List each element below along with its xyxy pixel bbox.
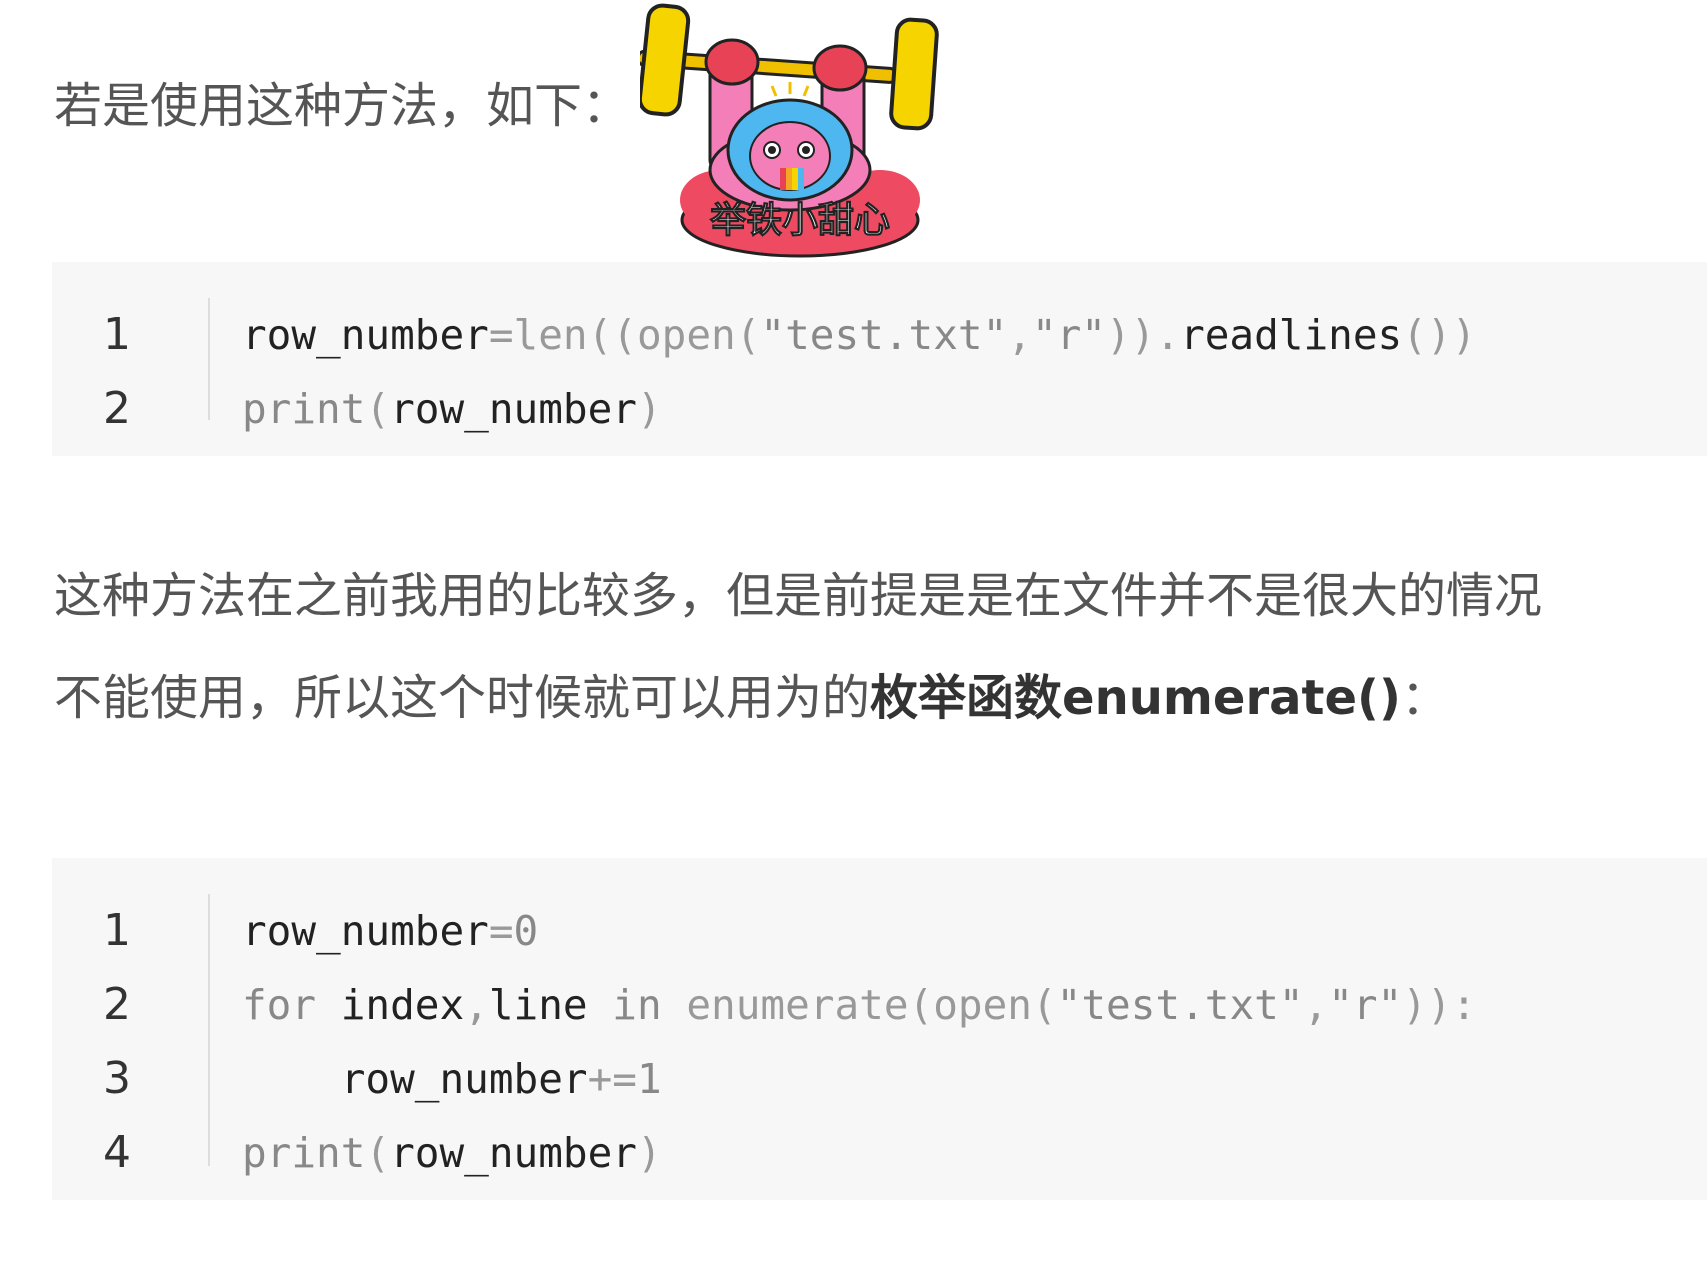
code-line: row_number=0 (242, 894, 1476, 968)
code-token: ( (1031, 981, 1057, 1029)
code-token: ( (735, 311, 761, 359)
code-token: in (612, 981, 662, 1029)
code-token: row_number (242, 907, 489, 955)
code-token: len (513, 311, 588, 359)
code-line: print(row_number) (242, 372, 1476, 446)
code-token: row_number (390, 385, 637, 433)
line-number: 2 (103, 383, 131, 434)
line-number: 4 (103, 1127, 131, 1178)
line-number: 3 (103, 1053, 131, 1104)
code-token (662, 981, 687, 1029)
code-token: , (1303, 981, 1329, 1029)
paragraph-prefix: 不能使用，所以这个时候就可以用为的 (54, 670, 871, 726)
code-line: for index,line in enumerate(open("test.t… (242, 968, 1476, 1042)
line-number-gutter: 1 2 (52, 298, 210, 434)
code-token: row_number (340, 1055, 588, 1103)
code-token: open (933, 981, 1032, 1029)
code-block-1: 1 2 row_number=len((open("test.txt","r")… (52, 262, 1707, 456)
code-token: ) (636, 385, 662, 433)
intro-paragraph: 若是使用这种方法，如下： (54, 78, 631, 134)
code-token: ) (636, 1129, 662, 1177)
code-token: row_number (242, 311, 489, 359)
code-token: (( (587, 311, 637, 359)
code-token: 1 (636, 1055, 662, 1103)
code-token: open (636, 311, 736, 359)
code-token: = (488, 907, 514, 955)
code-token: row_number (390, 1129, 637, 1177)
code-line: print(row_number) (242, 1116, 1476, 1190)
code-token: index (340, 981, 465, 1029)
code-token: , (464, 981, 489, 1029)
code-token: enumerate (686, 981, 909, 1029)
code-token: )): (1402, 981, 1477, 1029)
code-token: readlines (1180, 311, 1403, 359)
code-token (316, 981, 341, 1029)
sticker-text: 举铁小甜心 (709, 200, 890, 241)
code-token: = (488, 311, 514, 359)
code-token: for (242, 981, 317, 1029)
code-token: print (242, 385, 366, 433)
weightlifting-girl-icon: 举铁小甜心 (636, 3, 939, 258)
code-token: ( (365, 1129, 391, 1177)
code-token: "r" (1031, 311, 1106, 359)
code-content: row_number=len((open("test.txt","r")).re… (242, 298, 1476, 446)
paragraph-bold-term: 枚举函数enumerate() (870, 670, 1401, 726)
line-number: 1 (103, 309, 131, 360)
gutter-divider (208, 298, 210, 420)
code-token: , (1007, 311, 1032, 359)
code-token: )). (1106, 311, 1181, 359)
enumerate-paragraph: 不能使用，所以这个时候就可以用为的枚举函数enumerate()： (54, 674, 1449, 722)
line-number-gutter: 1 2 3 4 (52, 894, 210, 1178)
gutter-divider (208, 894, 210, 1166)
code-token: ()) (1402, 311, 1477, 359)
line-number: 2 (103, 979, 131, 1030)
code-token: ( (908, 981, 934, 1029)
code-token (242, 1055, 341, 1103)
code-token: 0 (513, 907, 539, 955)
code-line: row_number=len((open("test.txt","r")).re… (242, 298, 1476, 372)
code-token: ( (365, 385, 391, 433)
line-number: 1 (103, 905, 131, 956)
weightlifting-sticker: 举铁小甜心 (636, 0, 960, 262)
code-token: += (587, 1055, 637, 1103)
code-token: "test.txt" (1056, 981, 1304, 1029)
code-token: "test.txt" (760, 311, 1008, 359)
explanation-paragraph: 这种方法在之前我用的比较多，但是前提是是在文件并不是很大的情况 (54, 568, 1543, 624)
paragraph-suffix: ： (1400, 670, 1449, 726)
code-token: print (242, 1129, 366, 1177)
code-line: row_number+=1 (242, 1042, 1476, 1116)
code-token: "r" (1328, 981, 1403, 1029)
code-token (588, 981, 613, 1029)
code-token: line (488, 981, 588, 1029)
